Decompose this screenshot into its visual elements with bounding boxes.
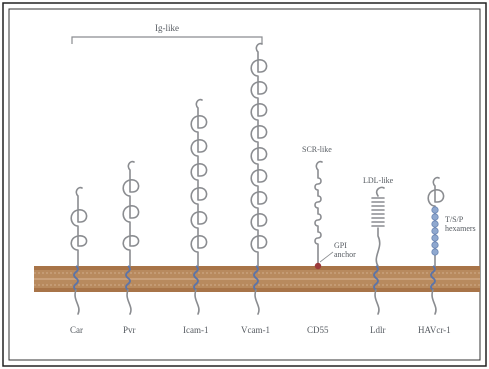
gpi-anchor-label-line2: anchor [334, 250, 356, 259]
protein-label-cd55: CD55 [307, 325, 329, 335]
protein-label-pvr: Pvr [123, 325, 136, 335]
protein-label-havcr-1: HAVcr-1 [418, 325, 451, 335]
tsp-bead [432, 207, 438, 213]
gpi-anchor-dot [315, 263, 321, 269]
tsp-bead [432, 235, 438, 241]
tsp-label-line1: T/S/P [445, 215, 464, 224]
tsp-bead [432, 242, 438, 248]
ig-like-label: Ig-like [155, 23, 179, 33]
inner-border [9, 9, 480, 360]
ldl-like-label: LDL-like [363, 176, 394, 185]
tsp-bead [432, 214, 438, 220]
tsp-bead [432, 228, 438, 234]
tsp-label-line2: hexamers [445, 224, 476, 233]
protein-label-icam-1: Icam-1 [183, 325, 208, 335]
protein-label-vcam-1: Vcam-1 [241, 325, 270, 335]
gpi-anchor-label-line1: GPI [334, 241, 347, 250]
tsp-bead [432, 221, 438, 227]
tsp-bead [432, 249, 438, 255]
scr-like-label: SCR-like [302, 145, 332, 154]
protein-label-ldlr: Ldlr [370, 325, 386, 335]
protein-label-car: Car [70, 325, 83, 335]
